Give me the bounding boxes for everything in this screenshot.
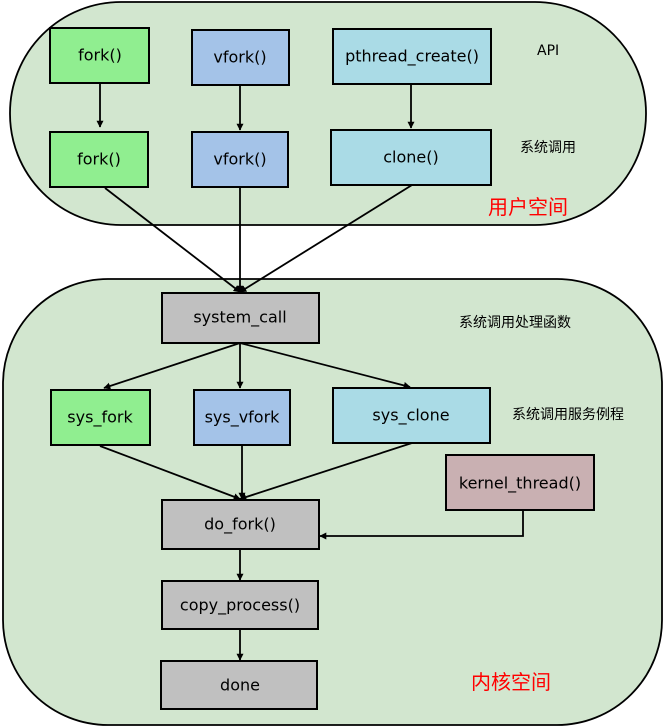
label-syscall: 系统调用 <box>520 140 576 156</box>
edge-sys-fork-to-do-fork <box>99 445 241 501</box>
node-sys-clone-box <box>332 387 491 444</box>
edge-system-call-to-sys-fork <box>103 342 241 390</box>
node-vfork-sys: vfork() <box>191 131 289 188</box>
node-sys-fork: sys_fork <box>50 389 151 446</box>
label-kernel-space: 内核空间 <box>471 670 551 694</box>
node-pthread-create-box <box>332 28 492 85</box>
label-user-space: 用户空间 <box>488 195 568 219</box>
node-fork-sys-label: fork() <box>77 150 121 169</box>
edge-sys-clone-to-do-fork <box>239 442 413 501</box>
node-clone-sys-box <box>330 129 492 186</box>
node-clone-sys: clone() <box>330 129 492 186</box>
node-fork-sys: fork() <box>49 131 149 188</box>
node-sys-vfork-label: sys_vfork <box>205 408 281 428</box>
node-fork-api-label: fork() <box>78 46 122 65</box>
node-vfork-sys-box <box>191 131 289 188</box>
node-fork-sys-box <box>49 131 149 188</box>
node-done-label: done <box>220 676 260 695</box>
node-system-call-label: system_call <box>193 308 286 328</box>
node-sys-fork-label: sys_fork <box>67 408 133 428</box>
node-copy-process-label: copy_process() <box>180 596 300 616</box>
label-service-routine: 系统调用服务例程 <box>512 407 624 423</box>
node-do-fork-label: do_fork() <box>204 515 276 535</box>
node-kernel-thread-label: kernel_thread() <box>459 474 581 494</box>
node-do-fork: do_fork() <box>161 499 320 550</box>
edge-kernel-thread-to-do-fork <box>319 510 524 540</box>
node-sys-vfork: sys_vfork <box>193 389 291 446</box>
node-kernel-thread-box <box>445 454 595 511</box>
node-copy-process-box <box>161 580 319 630</box>
node-done: done <box>160 660 318 710</box>
edge-fork-sys-to-system-call <box>104 187 241 293</box>
node-vfork-sys-label: vfork() <box>213 150 266 169</box>
node-sys-clone: sys_clone <box>332 387 491 444</box>
node-vfork-api: vfork() <box>191 29 290 86</box>
edge-clone-sys-to-system-call <box>239 184 413 293</box>
node-done-box <box>160 660 318 710</box>
node-clone-sys-label: clone() <box>383 148 439 167</box>
node-sys-vfork-box <box>193 389 291 446</box>
node-sys-fork-box <box>50 389 151 446</box>
node-system-call-box <box>161 292 320 344</box>
label-api: API <box>537 43 559 59</box>
label-syscall-handler: 系统调用处理函数 <box>459 315 571 331</box>
node-vfork-api-box <box>191 29 290 86</box>
node-fork-api: fork() <box>49 27 150 84</box>
node-kernel-thread: kernel_thread() <box>445 454 595 511</box>
node-do-fork-box <box>161 499 320 550</box>
node-pthread-create-label: pthread_create() <box>345 47 479 67</box>
edges <box>96 83 524 661</box>
node-vfork-api-label: vfork() <box>213 48 266 67</box>
edge-system-call-to-sys-clone <box>239 342 411 389</box>
node-pthread-create: pthread_create() <box>332 28 492 85</box>
node-sys-clone-label: sys_clone <box>372 406 449 426</box>
node-fork-api-box <box>49 27 150 84</box>
node-system-call: system_call <box>161 292 320 344</box>
node-copy-process: copy_process() <box>161 580 319 630</box>
